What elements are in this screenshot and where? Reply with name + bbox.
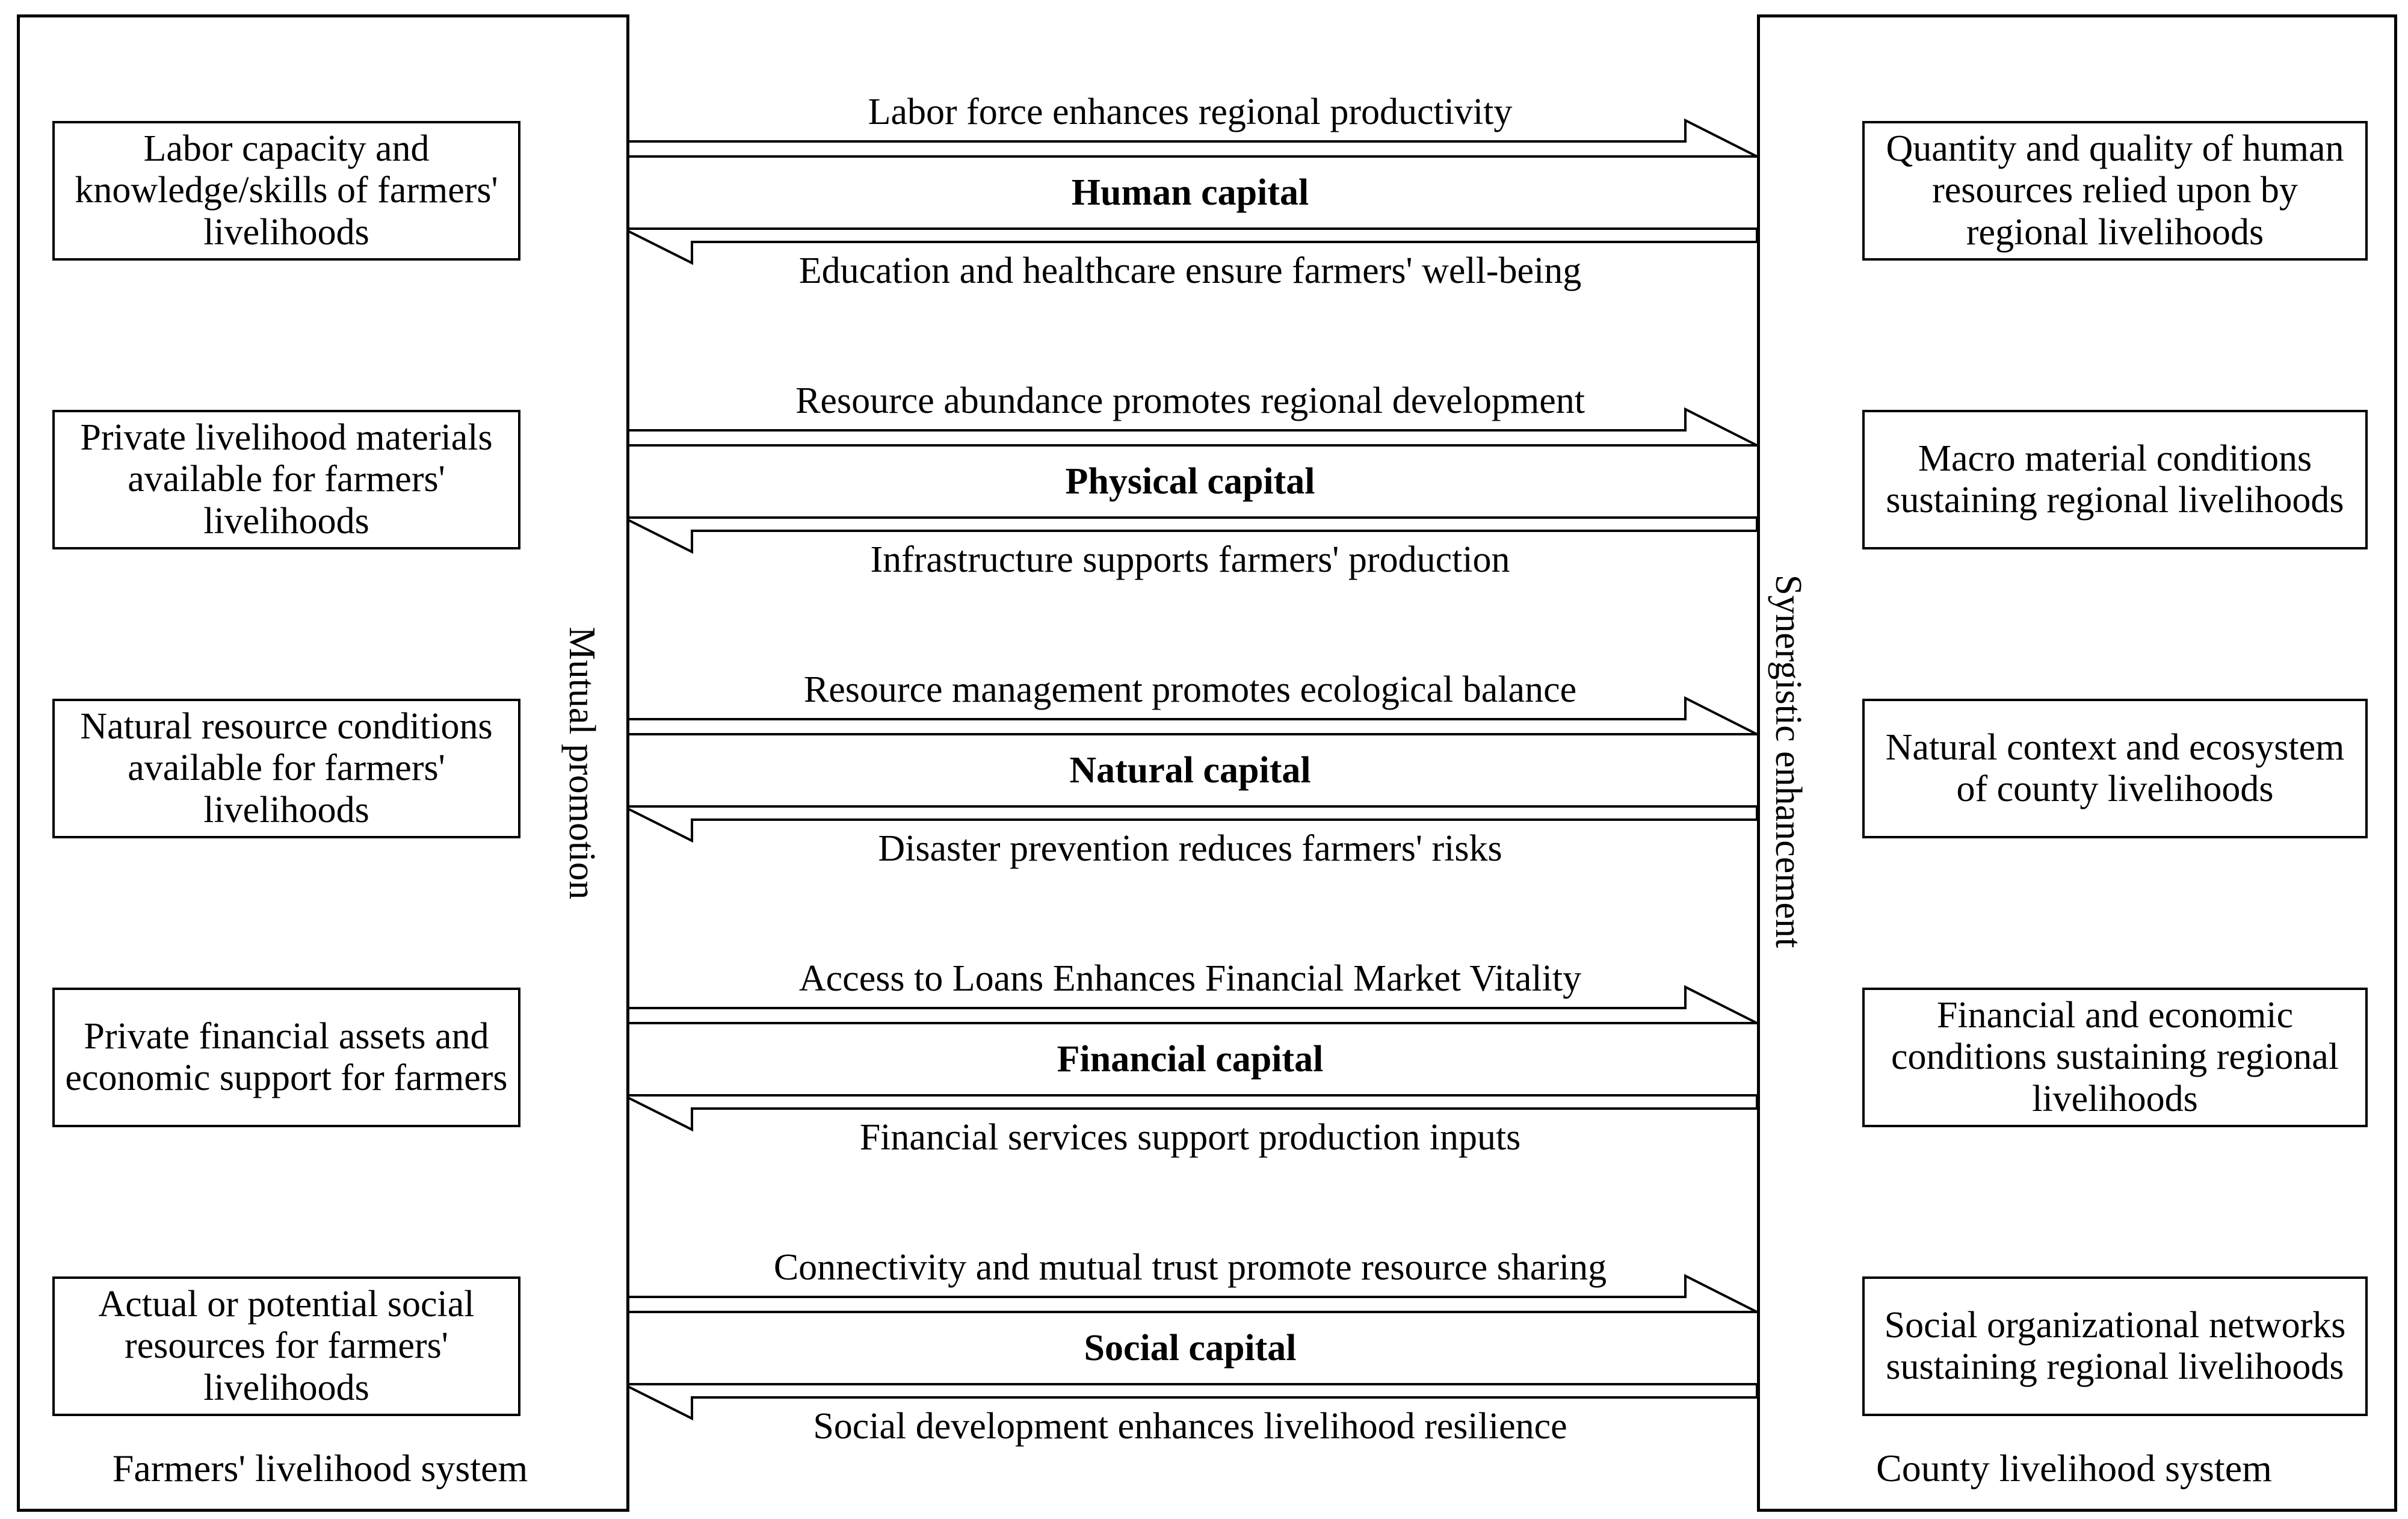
natural-capital-backward-arrow-icon (623, 805, 1758, 843)
social-capital-label: Social capital (1084, 1327, 1297, 1369)
human-capital-backward-arrow-icon (623, 227, 1758, 265)
financial-capital-backward-label: Financial services support production in… (859, 1116, 1521, 1158)
financial-capital-forward-label: Access to Loans Enhances Financial Marke… (798, 957, 1582, 999)
farmers-natural-capital-box: Natural resource conditions available fo… (52, 699, 520, 838)
farmers-livelihood-system-title: Farmers' livelihood system (112, 1447, 528, 1490)
county-financial-capital-box: Financial and economic conditions sustai… (1862, 988, 2368, 1127)
county-livelihood-system-title: County livelihood system (1876, 1447, 2272, 1490)
physical-capital-forward-label: Resource abundance promotes regional dev… (795, 380, 1585, 421)
synergistic-enhancement-label: Synergistic enhancement (1768, 574, 1809, 948)
social-capital-forward-label: Connectivity and mutual trust promote re… (773, 1246, 1607, 1288)
farmers-social-capital-box: Actual or potential social resources for… (52, 1276, 520, 1416)
human-capital-label: Human capital (1071, 172, 1309, 213)
farmers-human-capital-box: Labor capacity and knowledge/skills of f… (52, 121, 520, 261)
financial-capital-label: Financial capital (1057, 1038, 1324, 1080)
human-capital-forward-label: Labor force enhances regional productivi… (868, 91, 1513, 132)
natural-capital-forward-label: Resource management promotes ecological … (803, 669, 1577, 710)
county-human-capital-box: Quantity and quality of human resources … (1862, 121, 2368, 261)
farmers-financial-capital-box: Private financial assets and economic su… (52, 988, 520, 1127)
county-physical-capital-box: Macro material conditions sustaining reg… (1862, 410, 2368, 549)
financial-capital-backward-arrow-icon (623, 1094, 1758, 1132)
social-capital-backward-label: Social development enhances livelihood r… (813, 1405, 1567, 1447)
county-social-capital-box: Social organizational networks sustainin… (1862, 1276, 2368, 1416)
social-capital-backward-arrow-icon (623, 1383, 1758, 1421)
natural-capital-backward-label: Disaster prevention reduces farmers' ris… (878, 828, 1502, 869)
natural-capital-label: Natural capital (1069, 749, 1311, 791)
mutual-promotion-label: Mutual promotion (561, 626, 603, 900)
physical-capital-label: Physical capital (1065, 460, 1315, 502)
physical-capital-backward-arrow-icon (623, 516, 1758, 554)
physical-capital-backward-label: Infrastructure supports farmers' product… (870, 539, 1510, 580)
county-natural-capital-box: Natural context and ecosystem of county … (1862, 699, 2368, 838)
farmers-physical-capital-box: Private livelihood materials available f… (52, 410, 520, 549)
human-capital-backward-label: Education and healthcare ensure farmers'… (798, 250, 1582, 291)
